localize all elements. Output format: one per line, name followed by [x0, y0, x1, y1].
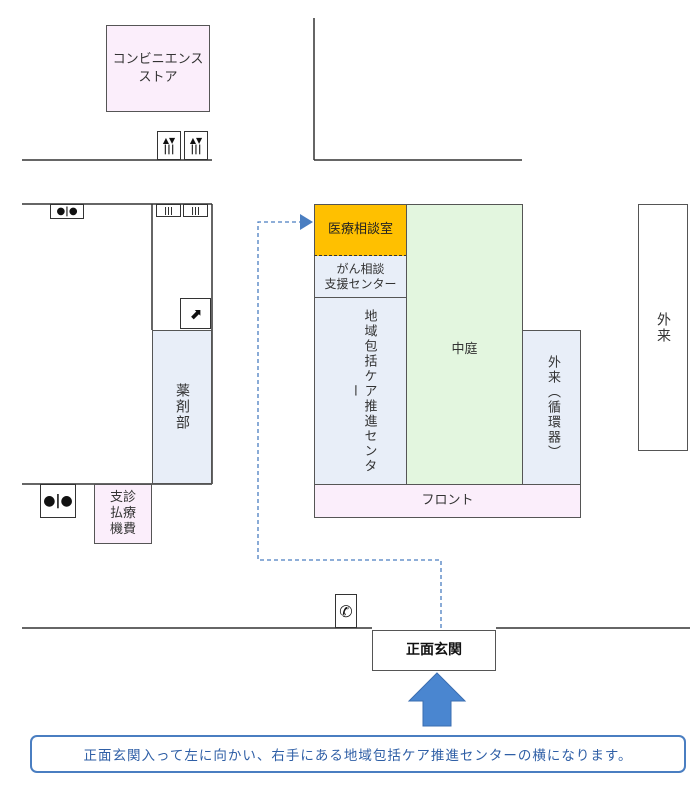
cancer-support-center: がん相談 支援センター	[314, 256, 407, 298]
cashier-machine: 支診 払療 機費	[94, 484, 152, 544]
pharmacy: 薬剤部	[152, 330, 212, 484]
directions-note: 正面玄関入って左に向かい、右手にある地域包括ケア推進センターの横になります。	[30, 735, 686, 773]
courtyard: 中庭	[406, 204, 523, 485]
elevator-icon: |||	[156, 204, 181, 217]
elevator-arrows: ▲▼	[189, 135, 203, 145]
route-arrowhead	[300, 214, 313, 230]
outpatient-circulatory-label: 外来（循環器）	[544, 355, 560, 460]
elevator-icon: ▲▼ |||	[184, 131, 208, 160]
restroom-icon: ●|●	[50, 204, 84, 219]
elevator-icon: ▲▼ |||	[157, 131, 181, 160]
elevator-icon: |||	[183, 204, 208, 217]
elevator-arrows: ▲▼	[162, 135, 176, 145]
entrance-arrow	[407, 672, 467, 727]
community-care-label: 地域包括ケア推進センター	[346, 308, 377, 474]
restroom-icon: ●|●	[40, 484, 76, 518]
outpatient-circulatory: 外来（循環器）	[522, 330, 581, 485]
medical-consultation-room: 医療相談室	[314, 204, 407, 256]
convenience-store: コンビニエンス ストア	[106, 25, 210, 112]
elevator-people: |||	[190, 143, 202, 155]
community-care-center: 地域包括ケア推進センター	[314, 297, 407, 485]
elevator-people: |||	[163, 143, 175, 155]
escalator-icon: ⬈	[180, 298, 211, 329]
front-desk: フロント	[314, 484, 581, 518]
phone-icon: ✆	[335, 594, 357, 628]
route-path	[257, 221, 442, 628]
main-entrance: 正面玄関	[372, 630, 496, 671]
outpatient: 外来	[638, 204, 688, 451]
